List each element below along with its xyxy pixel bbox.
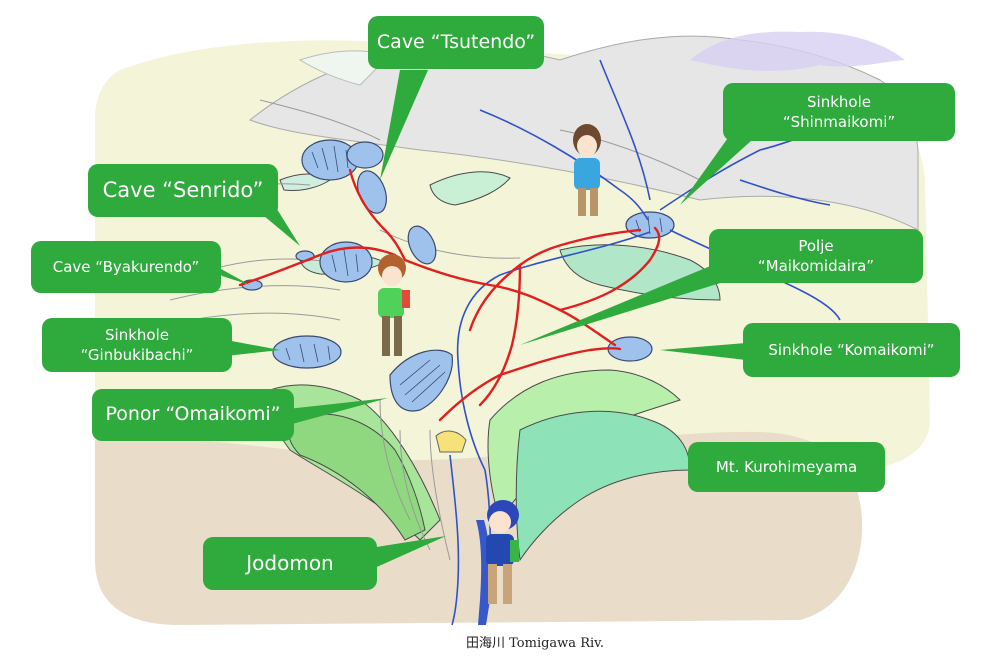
label-cave-senrido: Cave “Senrido” (88, 164, 278, 217)
pointer-jodomon (370, 536, 446, 570)
label-line: “Shinmaikomi” (782, 113, 896, 131)
label-line: Cave “Tsutendo” (376, 30, 536, 53)
label-sinkhole-shinmaikomi: Sinkhole “Shinmaikomi” (723, 83, 955, 141)
label-line: Sinkhole “Komaikomi” (768, 340, 935, 359)
sinkhole-4 (407, 225, 437, 265)
sinkhole-hatching (285, 145, 663, 403)
sinkhole-ginbukibachi (272, 335, 342, 369)
pointer-shinmaikomi (680, 128, 752, 205)
label-sinkhole-komaikomi: Sinkhole “Komaikomi” (743, 323, 960, 377)
label-ponor-omaikomi: Ponor “Omaikomi” (92, 389, 294, 441)
pointer-komaikomi (660, 343, 746, 360)
hiker-bottom (486, 500, 519, 604)
label-line: Jodomon (246, 551, 334, 575)
cave-routes (238, 168, 661, 422)
label-cave-tsutendo: Cave “Tsutendo” (368, 16, 544, 69)
label-line: Sinkhole (807, 92, 871, 111)
pointer-byakurendo (212, 264, 250, 285)
hiker-middle (378, 254, 410, 356)
label-line: Cave “Senrido” (102, 178, 264, 203)
pointer-tsutendo (380, 70, 428, 180)
label-line: Mt. Kurohimeyama (715, 457, 858, 476)
pointer-maikomidaira (520, 262, 730, 345)
label-cave-byakurendo: Cave “Byakurendo” (31, 241, 221, 293)
label-sinkhole-ginbukibachi: Sinkhole “Ginbukibachi” (42, 318, 232, 372)
sinkhole-shinmaikomi (625, 211, 675, 239)
lavender-peaks (690, 31, 905, 72)
label-line: “Maikomidaira” (757, 257, 875, 275)
label-polje-maikomidaira: Polje “Maikomidaira” (709, 229, 923, 283)
label-line: Polje (798, 236, 834, 255)
label-line: Ponor “Omaikomi” (105, 403, 281, 426)
sinkhole-2 (346, 141, 384, 169)
hiker-top (573, 124, 601, 216)
ponor-omaikomi (389, 349, 453, 412)
label-jodomon: Jodomon (203, 537, 377, 590)
pointer-ginbukibachi (226, 340, 280, 356)
label-line: Cave “Byakurendo” (52, 257, 200, 276)
label-line: “Ginbukibachi” (80, 346, 194, 364)
river-caption: 田海川 Tomigawa Riv. (466, 636, 605, 651)
jodomon-gate (435, 430, 467, 453)
label-line: Sinkhole (105, 325, 169, 344)
label-mt-kurohimeyama: Mt. Kurohimeyama (688, 442, 885, 492)
